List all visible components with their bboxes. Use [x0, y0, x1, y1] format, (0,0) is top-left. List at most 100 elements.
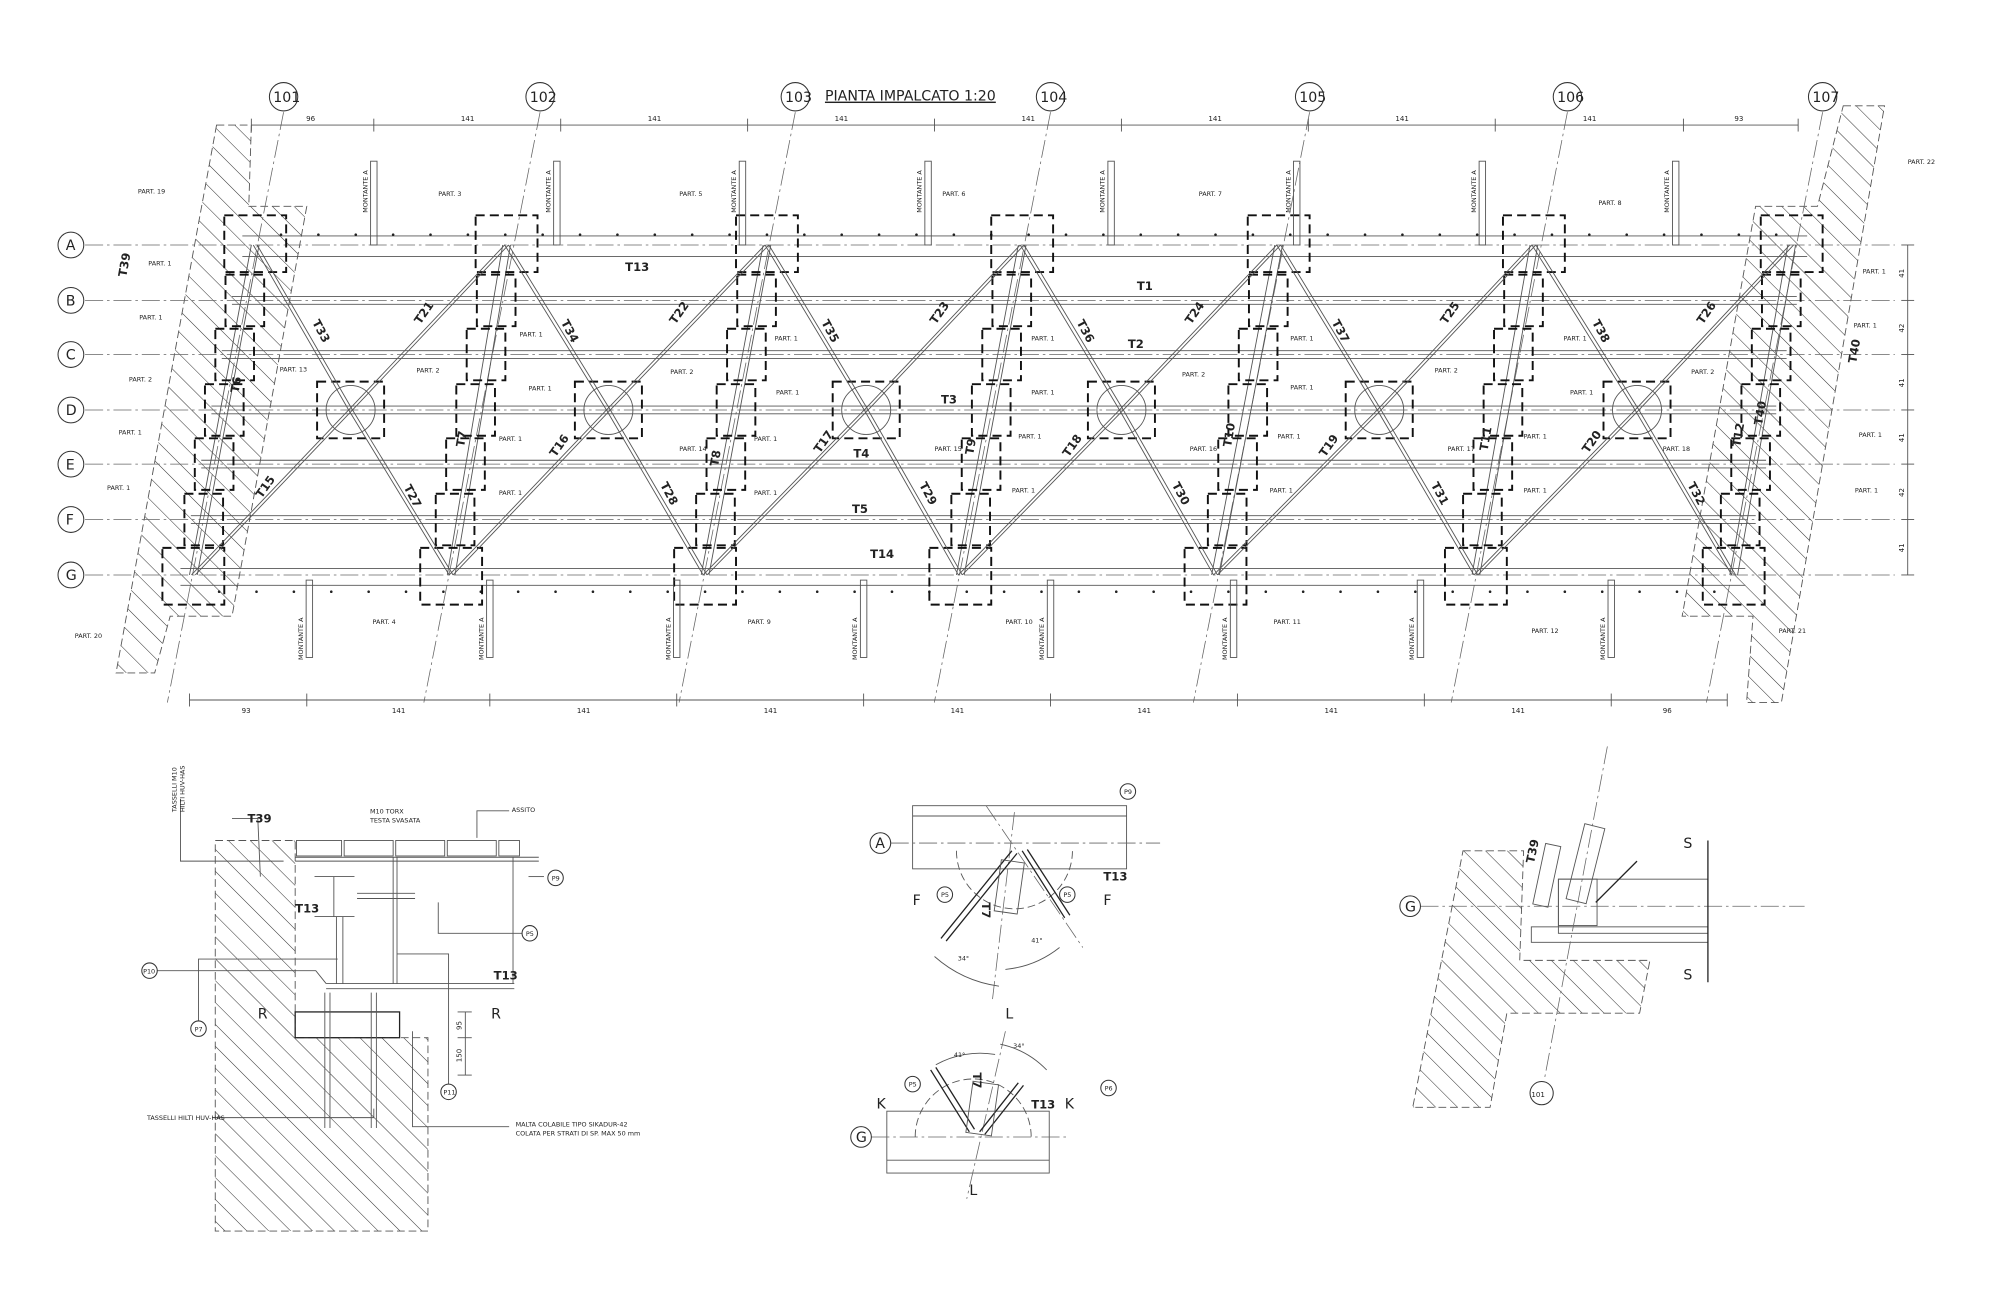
- axis-label: 103: [785, 90, 812, 106]
- bolt: [703, 590, 707, 594]
- splice-plate: [1206, 492, 1248, 547]
- chord-member: [965, 1080, 1000, 1137]
- axis-line: [423, 112, 541, 703]
- splice-plate: [1761, 273, 1802, 328]
- dim-150: 150: [454, 1048, 463, 1062]
- anchor-top-line1: TASSELLI M10: [171, 767, 179, 813]
- bolt: [728, 233, 731, 236]
- splice-plate: [203, 383, 245, 437]
- label-t39: T39: [1523, 838, 1542, 864]
- bolt: [1102, 233, 1105, 236]
- member-label: T9: [962, 437, 979, 455]
- chord-line: [955, 244, 1019, 576]
- diagonal-line: [606, 244, 766, 411]
- bolt: [1264, 590, 1268, 594]
- part-label: PART. 1: [776, 389, 799, 397]
- node-plate: [1701, 546, 1766, 606]
- node-plate: [673, 546, 737, 606]
- part-label: PART. 1: [499, 435, 522, 443]
- detail-node-g: G P5 P6 T13 T7 K K 41° 34° L: [850, 1031, 1117, 1199]
- diagonal-line: [191, 409, 349, 576]
- beam-outline: [912, 805, 1128, 870]
- bolt: [404, 590, 408, 594]
- diagonal-line: [1276, 244, 1378, 411]
- part-label: PART. 20: [75, 632, 102, 640]
- part-label: PART. 1: [754, 435, 777, 443]
- part-label: PART. 1: [119, 428, 142, 436]
- bolt: [1401, 233, 1404, 236]
- splice-plate: [214, 327, 255, 382]
- montante-label: MONTANTE A: [1470, 170, 1478, 213]
- part-label: PART. 2: [416, 367, 439, 375]
- post-montante: [673, 579, 681, 658]
- axis-label: 101: [273, 90, 300, 106]
- chord-line: [1729, 244, 1789, 576]
- part-label: PART. 16: [1190, 445, 1217, 453]
- axis-bubble: [1035, 82, 1066, 112]
- part-label: PART. 15: [935, 445, 962, 453]
- part-label: PART. 1: [1018, 432, 1041, 440]
- part-label: PART. 4: [373, 618, 396, 626]
- node-plate: [419, 546, 484, 606]
- node-plate: [161, 546, 226, 606]
- bolt: [591, 590, 595, 594]
- member-label: T22: [666, 299, 691, 327]
- angle-arc: [1005, 947, 1060, 970]
- row-label: F: [66, 513, 74, 529]
- diagonal-line: [961, 409, 1124, 576]
- post-montante: [1229, 579, 1238, 658]
- label-t7: T7: [970, 1073, 984, 1089]
- dimension-value: 141: [1022, 114, 1036, 123]
- montante-label: MONTANTE A: [851, 617, 859, 660]
- bolt: [915, 233, 918, 236]
- splice-plate: [736, 273, 777, 328]
- ref-p9: P9: [1124, 788, 1132, 796]
- part-label: PART. 1: [1290, 334, 1313, 342]
- diagonal-line: [1531, 244, 1636, 411]
- member-label: T6: [228, 376, 245, 394]
- post-montante: [553, 160, 561, 246]
- splice-plate: [183, 492, 225, 547]
- anchor-top-line2: HILTI HUV-HAS: [178, 766, 186, 813]
- row-bubble: [57, 341, 85, 368]
- node-plate: [990, 214, 1055, 274]
- dimension-value: 93: [242, 706, 251, 715]
- dimension-value: 141: [764, 706, 778, 715]
- montante-label: MONTANTE A: [1221, 617, 1229, 660]
- post-montante: [305, 579, 314, 658]
- member-label: T23: [927, 299, 952, 327]
- anchors-label: TASSELLI HILTI HUV-HAS: [146, 1114, 225, 1122]
- label-t7: T7: [979, 902, 993, 918]
- member-label: T12: [1729, 422, 1747, 448]
- axis-line: [1543, 746, 1608, 1081]
- center-node: [1096, 385, 1147, 435]
- row-bubble-g: G: [856, 1130, 867, 1146]
- montante-label: MONTANTE A: [361, 170, 369, 213]
- bolt: [1638, 590, 1641, 594]
- part-label: PART. 5: [679, 190, 702, 198]
- part-label: PART. 1: [1290, 383, 1313, 391]
- ref-bubble: [141, 962, 158, 979]
- splice-plate: [224, 273, 266, 328]
- part-label: PART. 2: [1691, 368, 1714, 376]
- bolt: [690, 233, 694, 236]
- ref-bubble: [547, 869, 564, 887]
- bolt: [442, 590, 445, 594]
- angle-arc: [935, 1052, 996, 1066]
- section-mark-k-left: K: [877, 1097, 887, 1113]
- diagonal-line: [764, 244, 865, 411]
- row-bubble: [57, 450, 85, 478]
- diagonal-line: [1119, 244, 1278, 411]
- bolt: [1737, 233, 1741, 236]
- dimension-value: 96: [1663, 706, 1673, 715]
- member-label: T5: [852, 502, 868, 516]
- part-label: PART. 1: [1854, 321, 1877, 329]
- bolt: [629, 590, 632, 594]
- ref-bubble: [521, 925, 539, 942]
- axis-line: [678, 112, 796, 703]
- member-label: T17: [811, 428, 836, 456]
- bolt: [1774, 233, 1778, 236]
- montante-label: MONTANTE A: [544, 170, 552, 213]
- center-node: [325, 385, 376, 435]
- row-label: C: [66, 348, 76, 364]
